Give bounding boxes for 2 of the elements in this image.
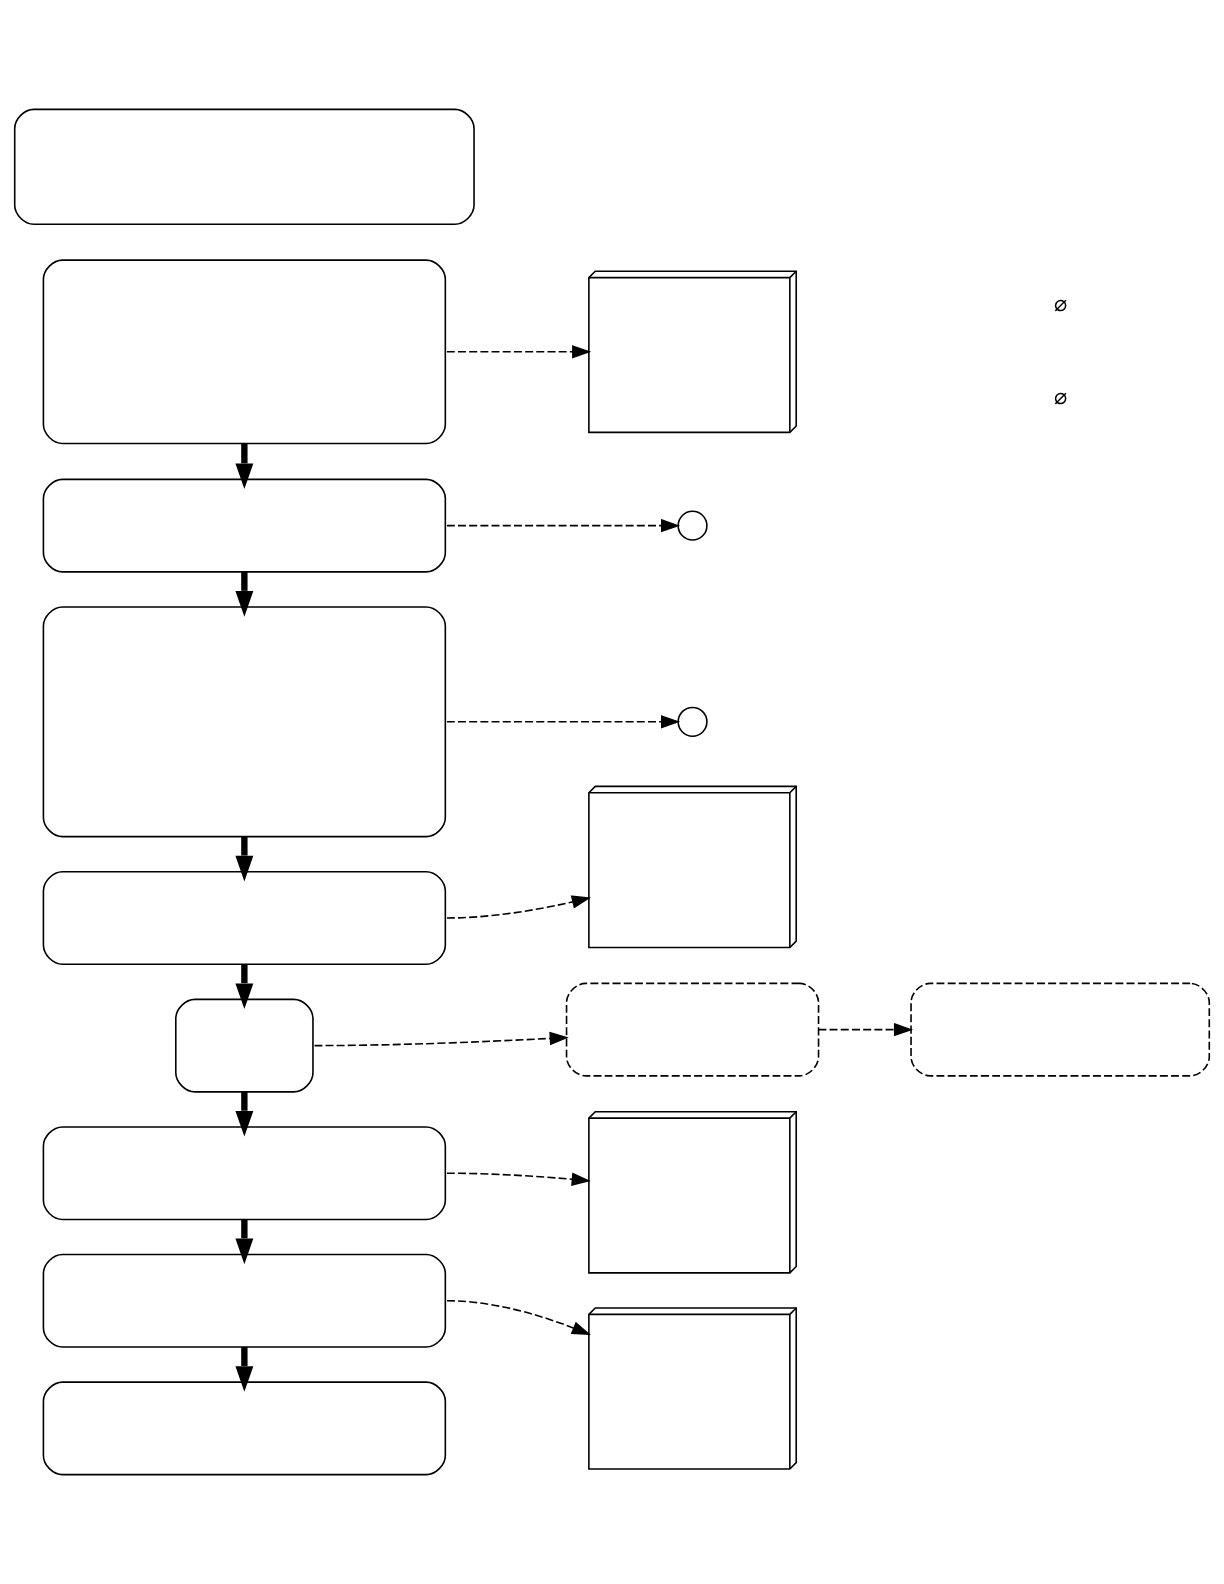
label: ⌀ xyxy=(1053,383,1067,409)
label: ⌀ xyxy=(1053,291,1067,317)
